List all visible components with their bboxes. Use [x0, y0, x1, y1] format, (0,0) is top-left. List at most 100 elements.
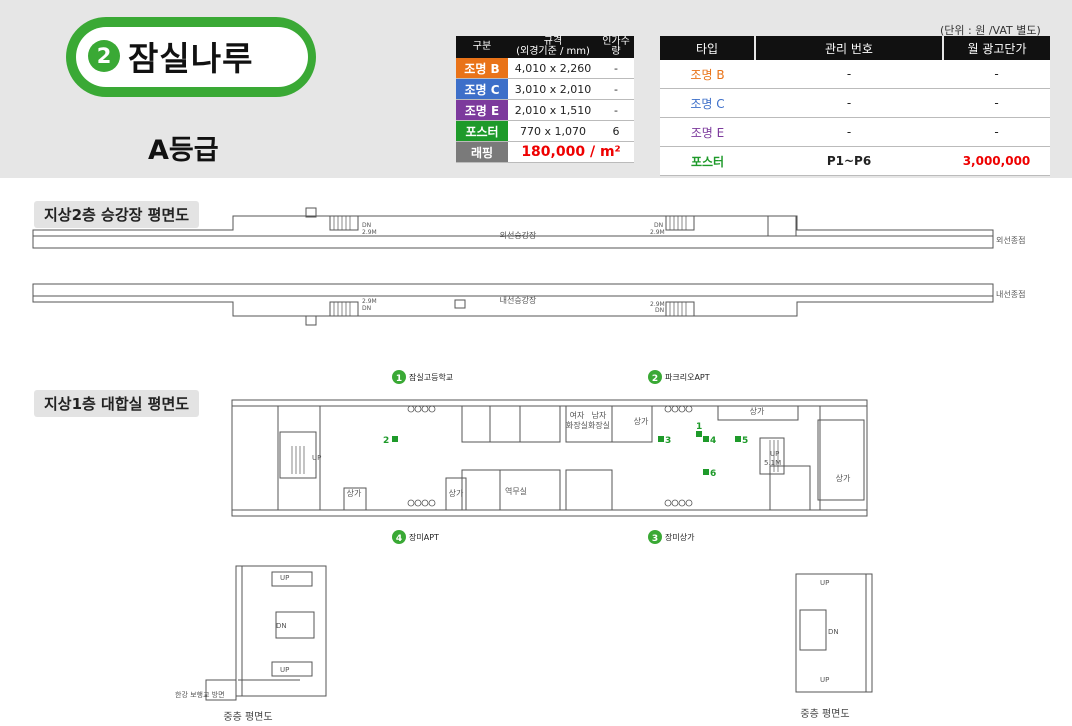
spec-label: 조명 B	[456, 58, 508, 79]
poster-4-label: 4	[710, 436, 716, 446]
room-shop: 상가	[449, 488, 464, 498]
poster-3-label: 3	[665, 436, 671, 446]
room-men: 남자	[592, 411, 607, 420]
mezzanine-left-caption: 중층 평면도	[223, 711, 272, 723]
price-value: -	[943, 60, 1050, 89]
room-shop: 상가	[634, 416, 649, 426]
spec-row: 조명 E 2,010 x 1,510 -	[456, 99, 634, 121]
price-type: 조명 B	[660, 60, 755, 89]
dn-label: DN	[362, 222, 371, 229]
exit-1-icon	[392, 370, 406, 384]
wrapping-label: 래핑	[456, 141, 508, 163]
grade-label: A등급	[148, 135, 219, 166]
up-label: UP	[312, 454, 321, 462]
spec-row: 조명 B 4,010 x 2,260 -	[456, 58, 634, 79]
poster-1-label: 1	[696, 422, 702, 432]
height-label: 2.9M	[650, 229, 665, 236]
mezz-up: UP	[280, 574, 289, 582]
outer-platform-plan	[32, 207, 994, 249]
spec-row: 포스터 770 x 1,070 6	[456, 120, 634, 142]
unit-note: (단위 : 원 /VAT 별도)	[940, 24, 1041, 37]
spec-label: 조명 E	[456, 99, 508, 121]
poster-2-label: 2	[383, 436, 389, 446]
mezzanine-right-plan	[795, 573, 873, 693]
mezz-dn: DN	[828, 628, 839, 636]
inner-platform-plan	[32, 283, 994, 326]
exit-2-name: 파크리오APT	[665, 373, 710, 382]
price-type: 포스터	[660, 146, 755, 176]
ticket-gates	[407, 405, 693, 507]
exit-2-number: 2	[652, 374, 658, 384]
price-header-price: 월 광고단가	[942, 36, 1050, 60]
exit-3-number: 3	[652, 534, 658, 544]
exit-4-name: 장미APT	[409, 532, 439, 542]
spec-table: 구분 규격 (외경기준 / mm) 인가수량 조명 B 4,010 x 2,26…	[456, 36, 634, 163]
exit-1-name: 잠실고등학교	[409, 372, 453, 382]
spec-row: 조명 C 3,010 x 2,010 -	[456, 78, 634, 100]
spec-qty: -	[598, 78, 634, 100]
bridge-label: 한강 보행교 방면	[175, 690, 225, 699]
room-shop: 상가	[750, 406, 765, 416]
room-shop: 상가	[347, 488, 362, 498]
exit-3-name: 장미상가	[665, 532, 695, 542]
exit-3-icon	[648, 530, 662, 544]
room-station-office: 역무실	[505, 486, 527, 496]
price-id: P1~P6	[755, 146, 943, 176]
wrapping-row: 래핑 180,000 / m²	[456, 141, 634, 163]
spec-qty: -	[598, 99, 634, 121]
concourse-plan	[231, 399, 868, 517]
price-row: 조명 C - -	[660, 88, 1050, 118]
concourse-section-title: 지상1층 대합실 평면도	[34, 390, 200, 417]
station-name: 잠실나루	[128, 39, 254, 78]
inner-track-label: 내선종점	[996, 289, 1025, 299]
height-label: 5.1M	[764, 459, 781, 467]
outer-stair-marks	[333, 216, 687, 230]
platform-section-title: 지상2층 승강장 평면도	[34, 201, 200, 228]
spec-label: 조명 C	[456, 78, 508, 100]
outer-track-label: 외선종점	[996, 235, 1025, 245]
price-row: 조명 B - -	[660, 60, 1050, 89]
spec-size: 770 x 1,070	[508, 120, 598, 142]
mezz-up: UP	[280, 666, 289, 674]
price-table: 타입 관리 번호 월 광고단가 조명 B - - 조명 C - - 조명 E -…	[660, 36, 1050, 176]
dn-label: DN	[654, 222, 663, 229]
poster-5-label: 5	[742, 436, 748, 446]
room-men-sub: 화장실	[588, 420, 610, 430]
outer-platform-label: 외선승강장	[500, 230, 537, 240]
mezzanine-left-plan	[205, 565, 327, 701]
spec-label: 포스터	[456, 120, 508, 142]
spec-header-type: 구분	[456, 36, 508, 58]
price-row: 조명 E - -	[660, 117, 1050, 147]
price-id: -	[755, 88, 943, 118]
spec-size: 3,010 x 2,010	[508, 78, 598, 100]
price-value: -	[943, 88, 1050, 118]
wrapping-price: 180,000 / m²	[508, 141, 634, 163]
room-women-sub: 화장실	[566, 420, 588, 430]
height-label: 2.9M	[650, 301, 665, 308]
poster-markers	[392, 431, 741, 475]
price-header-id: 관리 번호	[754, 36, 943, 60]
price-type: 조명 E	[660, 117, 755, 147]
mezzanine-right-caption: 중층 평면도	[800, 708, 849, 720]
price-value: -	[943, 117, 1050, 147]
dn-label: DN	[362, 305, 371, 312]
spec-qty: -	[598, 58, 634, 79]
price-row: 포스터 P1~P6 3,000,000	[660, 146, 1050, 176]
height-label: 2.9M	[362, 229, 377, 236]
up-label: UP	[770, 450, 779, 458]
room-shop: 상가	[836, 473, 851, 483]
poster-6-label: 6	[710, 469, 716, 479]
exit-4-icon	[392, 530, 406, 544]
spec-size: 2,010 x 1,510	[508, 99, 598, 121]
price-id: -	[755, 117, 943, 147]
spec-header-qty: 인가수량	[598, 36, 634, 58]
inner-platform-label: 내선승강장	[500, 295, 537, 305]
spec-qty: 6	[598, 120, 634, 142]
height-label: 2.9M	[362, 298, 377, 305]
spec-size: 4,010 x 2,260	[508, 58, 598, 79]
spec-header-size: 규격 (외경기준 / mm)	[508, 36, 598, 58]
inner-stair-marks	[333, 302, 687, 316]
price-type: 조명 C	[660, 88, 755, 118]
mezz-up: UP	[820, 676, 829, 684]
